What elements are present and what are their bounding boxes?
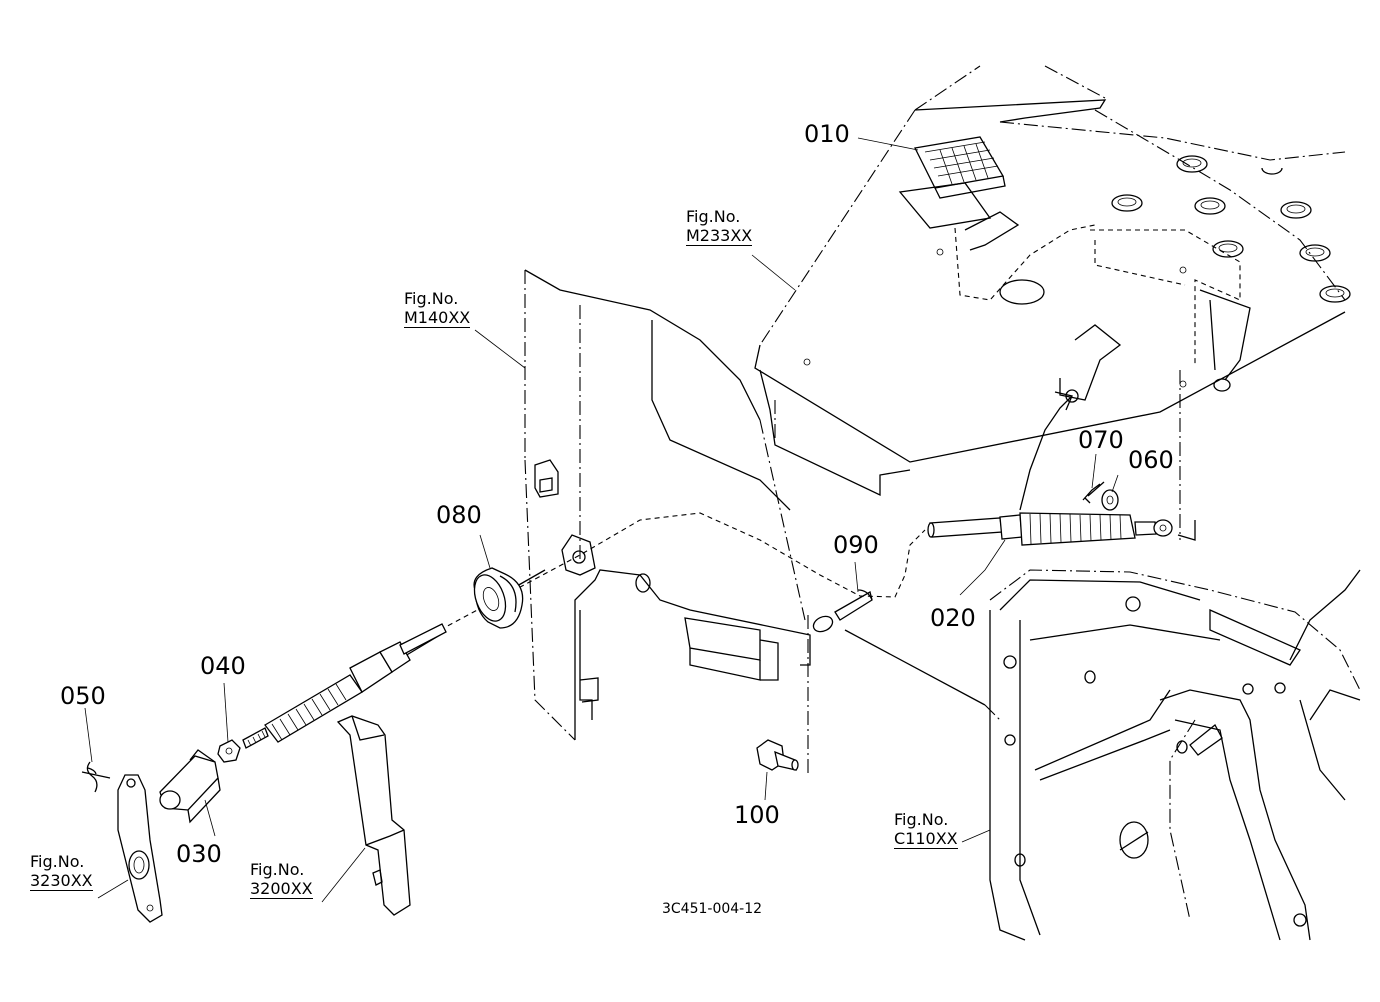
part-label-030: 030: [176, 840, 222, 868]
fig-ref-3230xx-line1: Fig.No.: [30, 852, 85, 871]
fig-ref-m140xx-line1: Fig.No.: [404, 289, 459, 308]
grommet-icons: [1111, 155, 1351, 303]
leader-lines: [84, 137, 1119, 903]
fig-ref-3230xx-line2: 3230XX: [30, 871, 93, 890]
fig-ref-3230xx: Fig.No. 3230XX: [30, 852, 93, 891]
fig-ref-3200xx: Fig.No. 3200XX: [250, 860, 313, 899]
part-label-010: 010: [804, 120, 850, 148]
washer-060: [1101, 489, 1119, 511]
nut-040: [217, 739, 241, 763]
fig-ref-c110xx-line1: Fig.No.: [894, 810, 949, 829]
fig-ref-m233xx-line1: Fig.No.: [686, 207, 741, 226]
part-label-100: 100: [734, 801, 780, 829]
side-panel: [524, 269, 811, 741]
part-label-080: 080: [436, 501, 482, 529]
part-label-070: 070: [1078, 426, 1124, 454]
pedal-arm: [336, 715, 411, 916]
part-label-060: 060: [1128, 446, 1174, 474]
fig-ref-m140xx-line2: M140XX: [404, 308, 471, 327]
pin-090: [812, 589, 873, 633]
part-label-040: 040: [200, 652, 246, 680]
part-label-050: 050: [60, 682, 106, 710]
fig-ref-m233xx-line2: M233XX: [686, 226, 753, 245]
fig-ref-m140xx: Fig.No. M140XX: [404, 289, 471, 328]
fig-ref-c110xx: Fig.No. C110XX: [894, 810, 958, 849]
fig-ref-3200xx-line2: 3200XX: [250, 879, 313, 898]
part-label-090: 090: [833, 531, 879, 559]
grommet-080: [473, 567, 524, 629]
part-label-020: 020: [930, 604, 976, 632]
bolt-100: [756, 739, 799, 771]
fig-ref-m233xx: Fig.No. M233XX: [686, 207, 753, 246]
drawing-code: 3C451-004-12: [662, 901, 763, 917]
r-pin-050: [81, 761, 111, 793]
lever-plate: [117, 774, 163, 923]
cable-routing-lines: [389, 370, 1196, 775]
fig-ref-c110xx-line2: C110XX: [894, 829, 958, 848]
cable-end-020: [927, 512, 1173, 546]
clutch-cable-assembly: [242, 623, 447, 749]
cotter-pin-070: [1082, 481, 1105, 504]
transmission-case: [989, 569, 1361, 941]
clevis-030: [159, 749, 221, 824]
floor-plate-assembly: [754, 65, 1351, 497]
fig-ref-3200xx-line1: Fig.No.: [250, 860, 305, 879]
